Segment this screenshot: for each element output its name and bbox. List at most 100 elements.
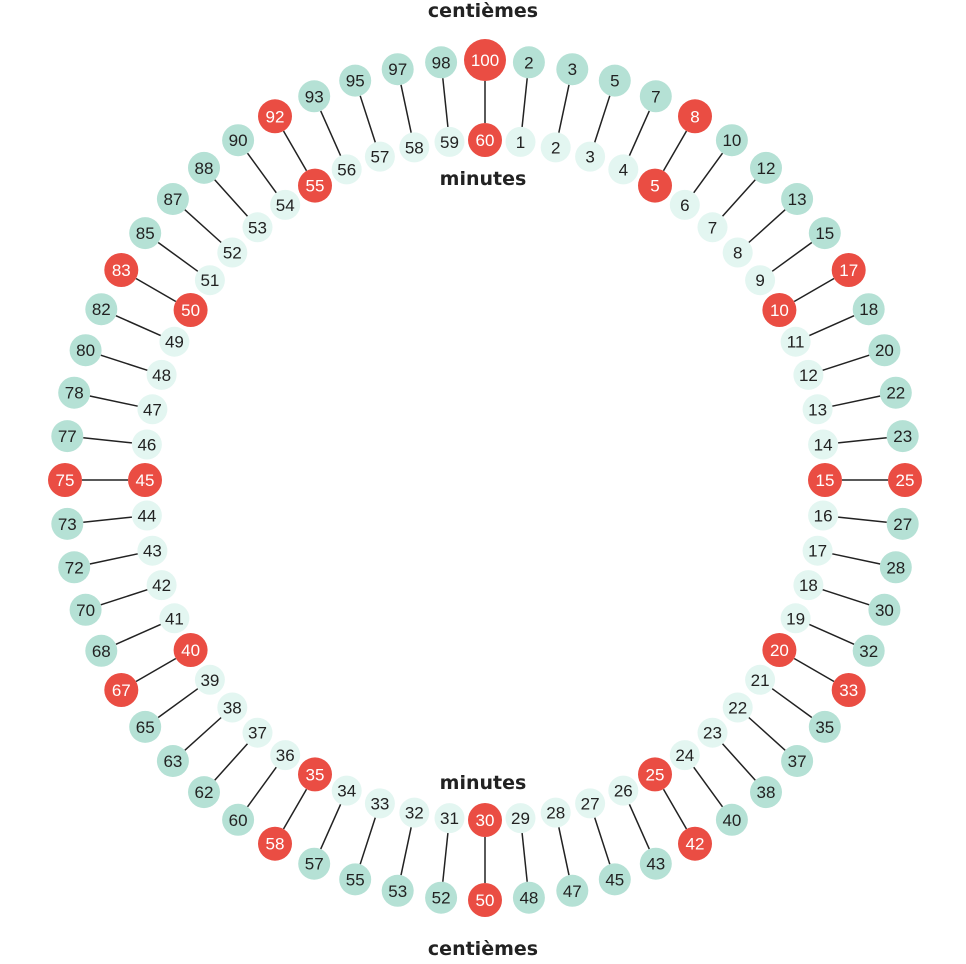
hundredth-circle [222,803,255,836]
hundredth-circle [156,745,189,777]
hundredth-value: 67 [112,681,131,700]
hundredth-circle [715,124,748,157]
minute-circle [762,293,797,327]
minute-node-5: 5 [638,168,672,203]
minute-circle [131,429,162,460]
minute-value: 38 [223,699,242,718]
minute-value: 30 [476,811,495,830]
minute-value: 16 [814,507,833,526]
minute-value: 40 [181,641,200,660]
minute-value: 47 [143,400,162,419]
connector-line-9 [771,241,813,272]
minute-node-37: 37 [242,717,273,748]
minute-node-46: 46 [131,429,162,460]
hundredth-circle [512,881,545,914]
hundredth-node-88: 88 [188,151,220,184]
hundredth-node-3: 3 [556,53,589,86]
hundredth-node-62: 62 [188,776,220,809]
hundredth-node-50: 50 [468,883,502,917]
minute-value: 45 [136,471,155,490]
minute-circle [745,664,776,695]
minute-circle [697,212,728,243]
minute-value: 35 [306,765,325,784]
minute-node-60: 60 [468,123,502,157]
hundredth-node-53: 53 [381,874,414,907]
hundredth-value: 95 [346,72,365,91]
hundredth-node-8: 8 [678,99,712,134]
minute-node-35: 35 [298,757,332,792]
minute-value: 23 [703,724,722,743]
minute-value: 52 [223,244,242,263]
minute-node-58: 58 [399,132,430,163]
hundredth-circle [339,64,372,97]
connector-line-11 [808,315,855,337]
minute-circle [242,717,273,748]
top-minutes-label: minutes [439,168,527,190]
hundredth-circle [69,593,102,626]
minute-node-17: 17 [802,535,833,566]
minute-node-53: 53 [242,212,273,243]
connector-line-54 [246,152,277,194]
minute-value: 60 [476,131,495,150]
minute-node-40: 40 [173,633,208,667]
minute-value: 36 [276,746,295,765]
connector-line-2 [558,84,570,133]
minute-value: 54 [276,196,295,215]
minute-circle [669,189,700,220]
minute-circle [575,788,606,819]
hundredth-circle [808,710,841,743]
minute-value: 48 [152,366,171,385]
connector-line-14 [838,437,887,444]
connector-line-23 [721,743,756,781]
hundredth-circle [339,863,372,896]
hundredth-circle [222,124,255,157]
hundredth-circle [129,710,162,743]
minute-node-18: 18 [793,570,824,601]
minute-circle [159,326,190,357]
minute-node-9: 9 [745,265,776,296]
minute-value: 26 [614,782,633,801]
connector-line-36 [246,766,277,808]
hundredth-value: 3 [568,60,577,79]
minute-value: 7 [708,218,717,237]
hundredth-value: 62 [195,783,214,802]
minute-node-47: 47 [137,394,168,425]
minute-value: 51 [200,271,219,290]
hundredth-node-75: 75 [48,463,82,497]
hundredth-value: 78 [65,384,84,403]
hundredth-value: 53 [388,882,407,901]
hundredth-value: 47 [563,882,582,901]
hundredth-circle [425,881,458,914]
minute-value: 37 [248,724,267,743]
connector-line-6 [693,152,724,194]
minute-node-24: 24 [669,740,700,771]
hundredth-value: 28 [886,558,905,577]
hundredth-value: 7 [651,87,660,106]
minute-circle [146,359,177,390]
minute-circle [745,265,776,296]
hundredth-value: 72 [65,558,84,577]
minute-circle [638,168,672,203]
hundredth-value: 65 [136,718,155,737]
connector-line-46 [83,437,132,444]
hundredth-value: 70 [76,601,95,620]
hundredth-node-48: 48 [512,881,545,914]
hundredth-node-7: 7 [639,80,672,113]
minute-value: 33 [370,794,389,813]
hundredth-circle [598,64,631,97]
hundredth-value: 85 [136,224,155,243]
minute-node-8: 8 [722,237,753,268]
hundredth-node-28: 28 [879,551,912,584]
minute-node-23: 23 [697,717,728,748]
hundredth-circle [51,420,84,453]
minute-value: 11 [787,333,805,352]
connector-line-26 [628,803,650,850]
minute-node-49: 49 [159,326,190,357]
hundredth-node-80: 80 [69,334,102,367]
minute-circle [137,394,168,425]
minute-value: 32 [405,804,424,823]
hundredth-node-47: 47 [556,874,589,907]
minute-value: 18 [799,576,818,595]
hundredth-node-92: 92 [258,99,292,134]
minute-value: 57 [370,148,389,167]
